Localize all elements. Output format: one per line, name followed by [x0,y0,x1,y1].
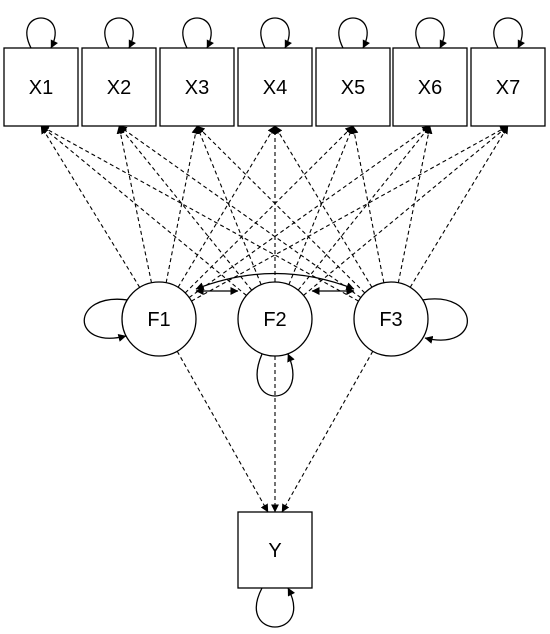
outcome-node-y: Y [237,511,313,589]
indicator-node-x4: X4 [237,47,313,127]
loading-path-f1-x5 [184,125,354,294]
variance-loops-layer [26,17,525,628]
indicator-label: X6 [418,77,442,99]
factor-node-f2: F2 [237,281,313,357]
outcome-label: Y [268,540,281,562]
loading-path-f1-x4 [177,125,276,288]
loading-path-f3-x3 [196,125,366,294]
regression-path-f3-y [281,350,374,513]
indicator-label: X4 [263,77,287,99]
loading-path-f3-x7 [409,125,509,288]
variance-loop-x4 [260,17,292,49]
loading-path-f2-x1 [40,125,247,296]
factor-node-f1: F1 [121,281,197,357]
loading-path-f1-x6 [188,125,431,298]
factor-node-f3: F3 [353,281,429,357]
variance-loop-y [255,587,296,628]
variance-loop-x2 [104,17,136,49]
loading-path-f3-x6 [397,125,433,283]
factor-label: F3 [379,309,402,331]
factor-label: F2 [263,309,286,331]
indicator-label: X1 [29,77,53,99]
regression-path-f1-y [176,350,269,513]
variance-loop-x1 [26,17,58,49]
indicator-label: X5 [341,77,365,99]
indicator-label: X7 [496,77,520,99]
loading-path-f2-x6 [297,125,431,291]
loading-path-f3-x2 [118,125,362,299]
loading-path-f2-x3 [196,125,262,285]
covariance-f1-f3 [195,272,355,290]
indicator-node-x2: X2 [81,47,157,127]
variance-loop-f3 [421,298,469,344]
loading-path-f2-x7 [303,125,509,296]
loading-path-f3-x5 [350,125,385,283]
indicator-node-x6: X6 [392,47,468,127]
variance-loop-x3 [182,17,214,49]
variance-loop-x7 [493,17,525,49]
nodes-layer: X1 X2 X3 X4 X5 X6 X7 F1 [3,47,546,589]
indicator-label: X2 [107,77,131,99]
indicator-node-x3: X3 [159,47,235,127]
loading-path-f2-x5 [288,125,354,285]
indicator-node-x1: X1 [3,47,79,127]
loading-path-f2-x2 [118,125,253,291]
loading-path-f1-x1 [40,125,141,288]
indicator-node-x5: X5 [315,47,391,127]
variance-loop-f1 [83,298,129,342]
variance-loop-x6 [415,17,447,49]
loading-path-f1-x7 [191,125,509,302]
indicator-node-x7: X7 [470,47,546,127]
variance-loop-x5 [338,17,370,49]
loading-path-f1-x3 [165,125,200,283]
factor-label: F1 [147,309,170,331]
loading-path-f3-x4 [274,125,373,288]
loading-path-f3-x1 [40,125,359,302]
edges-layer [40,125,509,513]
indicator-label: X3 [185,77,209,99]
variance-loop-f2 [256,353,295,397]
